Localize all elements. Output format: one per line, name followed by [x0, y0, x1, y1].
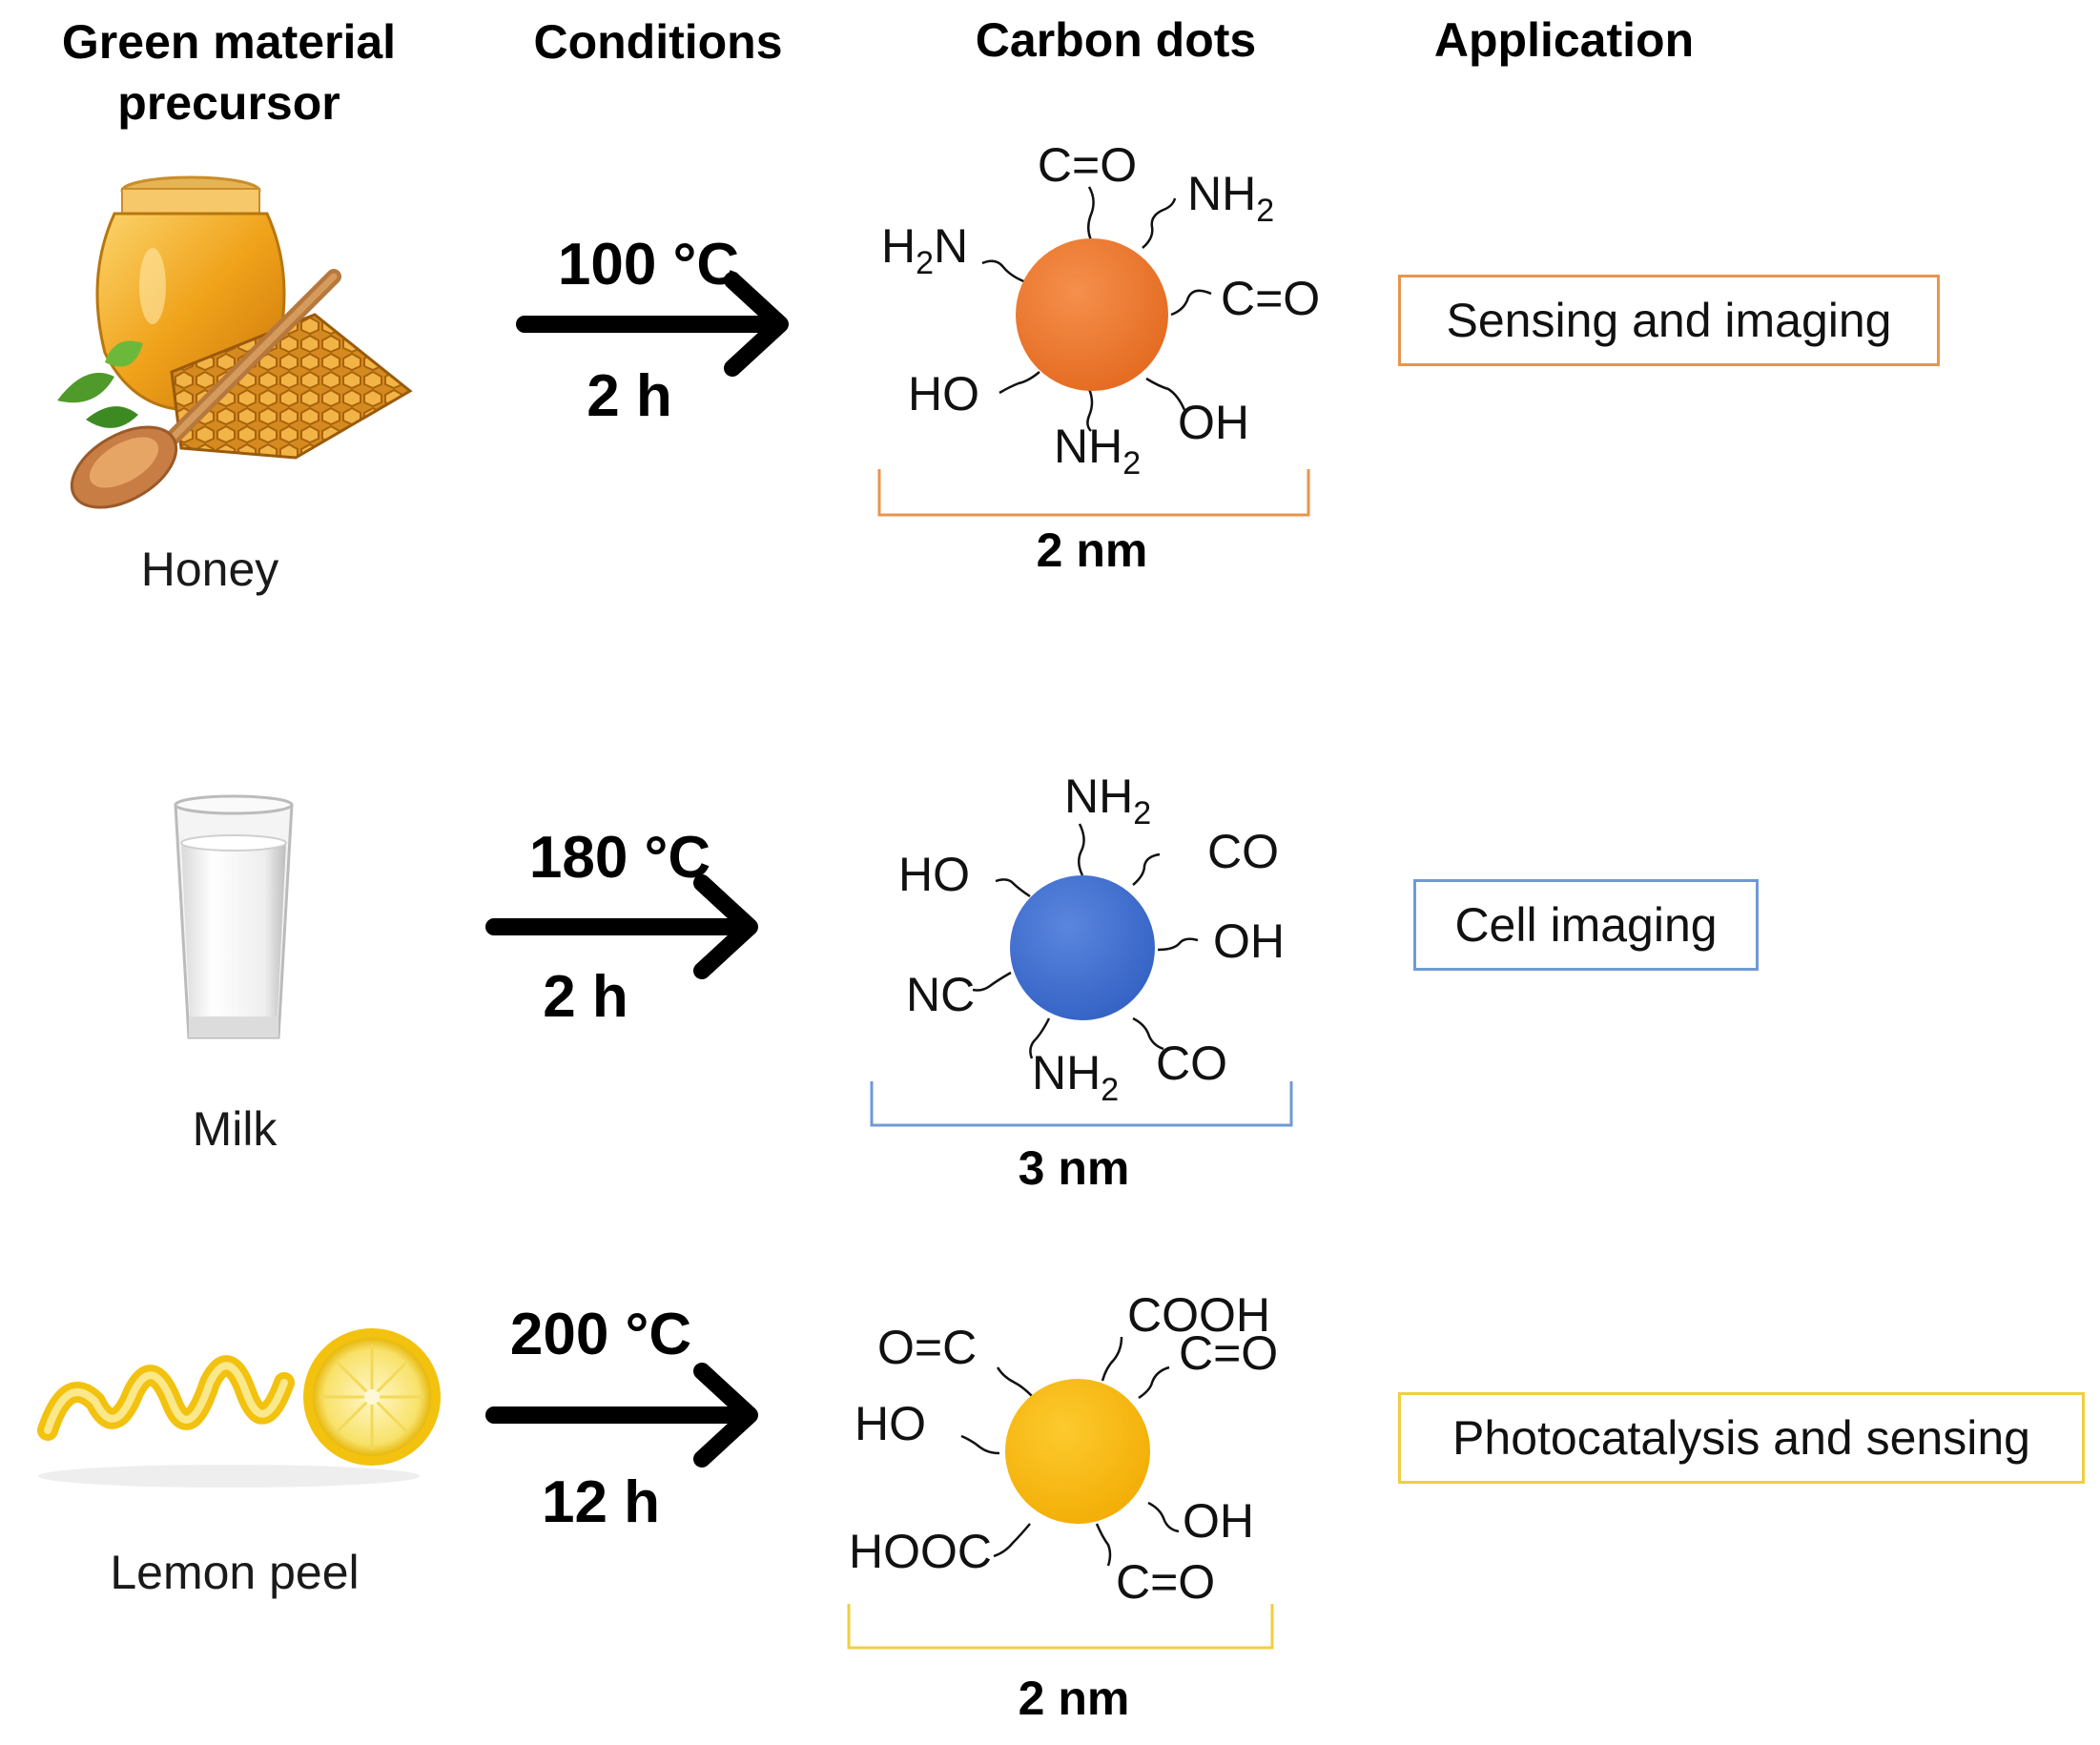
time-2: 2 h — [543, 964, 628, 1030]
functional-group: H2N — [881, 219, 968, 281]
header-precursor-line1: Green material — [61, 15, 397, 69]
reaction-arrow-1 — [516, 272, 789, 377]
header-conditions: Conditions — [533, 15, 783, 69]
header-precursor: Green material precursor — [19, 11, 439, 133]
functional-group: C=O — [1179, 1326, 1278, 1380]
functional-group: C=O — [1221, 272, 1320, 325]
honey-illustration — [57, 175, 413, 509]
functional-group: NH2 — [1054, 420, 1141, 482]
dot-size-2: 3 nm — [1018, 1141, 1130, 1195]
reaction-arrow-3 — [485, 1363, 758, 1468]
header-precursor-line2: precursor — [117, 76, 340, 130]
application-box-3: Photocatalysis and sensing — [1398, 1392, 2085, 1484]
functional-group: HO — [854, 1397, 926, 1450]
functional-group: COOH — [1127, 1288, 1270, 1342]
carbon-dot-3: COOH C=O OH C=O HOOC HO O=C — [847, 1288, 1278, 1650]
functional-group: CO — [1156, 1037, 1227, 1090]
dot-size-3: 2 nm — [1018, 1672, 1130, 1725]
application-box-2: Cell imaging — [1413, 879, 1759, 971]
functional-group: C=O — [1116, 1555, 1215, 1609]
carbon-dot-1: C=O NH2 C=O OH NH2 HO H2N — [877, 138, 1320, 517]
functional-group: NC — [906, 968, 975, 1021]
functional-group: NH2 — [1032, 1046, 1119, 1108]
functional-group: OH — [1178, 396, 1249, 449]
functional-group: OH — [1213, 914, 1285, 968]
header-carbon-dots: Carbon dots — [975, 13, 1257, 67]
functional-group: NH2 — [1187, 167, 1274, 229]
functional-group: HOOC — [849, 1525, 992, 1578]
functional-group: OH — [1183, 1494, 1254, 1548]
functional-group: O=C — [877, 1321, 977, 1374]
time-3: 12 h — [541, 1469, 661, 1535]
dot-size-1: 2 nm — [1036, 524, 1148, 577]
functional-group: C=O — [1038, 138, 1137, 192]
temperature-1: 100 °C — [557, 232, 740, 298]
header-application: Application — [1433, 13, 1695, 67]
functional-group: HO — [898, 848, 970, 901]
precursor-label-lemon-peel: Lemon peel — [110, 1546, 360, 1599]
time-1: 2 h — [587, 363, 672, 429]
precursor-label-milk: Milk — [192, 1102, 278, 1156]
carbon-dot-2: NH2 CO OH CO NH2 NC HO — [870, 770, 1293, 1127]
lemon-peel-illustration — [37, 1328, 441, 1488]
reaction-arrow-2 — [485, 874, 758, 979]
application-box-1: Sensing and imaging — [1398, 275, 1940, 366]
precursor-label-honey: Honey — [140, 543, 279, 596]
functional-group: HO — [908, 367, 979, 421]
temperature-2: 180 °C — [528, 825, 711, 891]
functional-group: CO — [1207, 825, 1279, 878]
milk-illustration — [174, 794, 294, 1039]
functional-group: NH2 — [1064, 770, 1151, 831]
temperature-3: 200 °C — [509, 1302, 692, 1367]
